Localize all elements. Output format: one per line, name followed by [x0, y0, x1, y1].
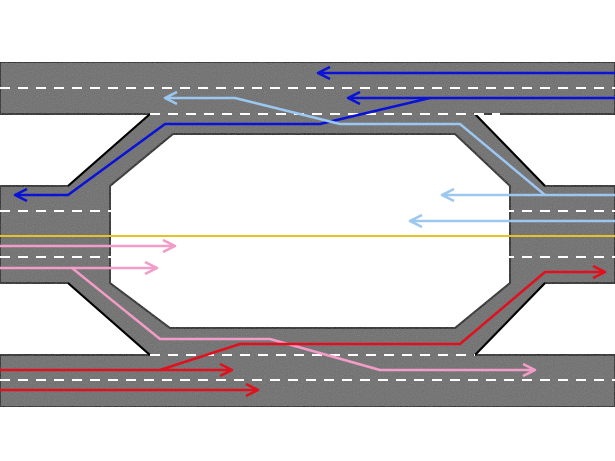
flow-arrow-middle-to-bottom-eastbound	[0, 266, 537, 378]
connector-outlines	[67, 113, 546, 356]
lane-markings	[0, 87, 615, 381]
road-surface	[0, 61, 615, 408]
flow-arrow-bottom-eastbound-lane-1	[160, 362, 234, 378]
flow-arrow-bottom-eastbound-lane-2	[0, 382, 260, 398]
flow-arrow-middle-to-top-westbound	[163, 90, 615, 197]
flow-arrow-top-westbound-lane-1	[316, 65, 615, 81]
flow-arrow-top-westbound-lane-2	[13, 96, 615, 203]
flow-arrow-middle-eastbound-lane-2	[72, 260, 159, 276]
asphalt-surface	[0, 61, 615, 408]
flow-arrow-middle-eastbound-lane-1	[0, 238, 177, 254]
flow-arrow-top-lane2-short	[346, 90, 430, 106]
flow-arrow-bottom-to-middle-eastbound	[0, 264, 607, 372]
flow-arrow-middle-westbound-lane-2	[408, 213, 615, 229]
flow-arrow-middle-westbound-lane-1	[440, 187, 545, 203]
flow-arrows	[0, 65, 615, 398]
